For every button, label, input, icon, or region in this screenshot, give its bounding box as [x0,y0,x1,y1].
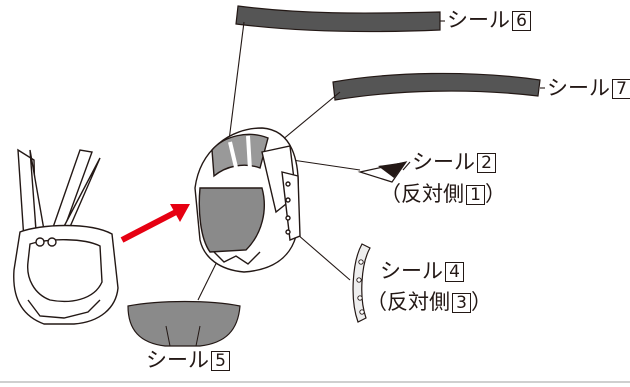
label-seal-2-alt-num: 1 [466,185,485,205]
label-seal-4-text: シール [380,259,443,283]
label-seal-2-num: 2 [477,153,496,173]
seal-5-piece [127,300,241,347]
red-arrow [120,204,190,243]
label-seal-2-alt-prefix: （反対側 [380,182,464,206]
label-seal-6-num: 6 [512,11,531,31]
label-seal-5-text: シール [146,348,209,372]
label-seal-4-alt-suffix: ） [471,290,492,314]
label-seal-5-num: 5 [211,351,230,371]
label-seal-6-text: シール [447,8,510,32]
label-seal-2-alt-suffix: ） [485,182,506,206]
label-seal-2-text: シール [412,150,475,174]
seal-4-strip [352,243,371,323]
label-seal-7-num: 7 [612,79,630,99]
finished-helmet [13,148,119,325]
seal-6-strip [235,5,441,33]
bottom-divider [0,381,630,383]
label-seal-4-alt-num: 3 [452,293,471,313]
helmet-center [194,127,301,273]
label-seal-7-text: シール [547,76,610,100]
label-seal-4-num: 4 [445,262,464,282]
label-seal-4-alt-prefix: （反対側 [366,290,450,314]
seal-7-strip [332,72,541,101]
